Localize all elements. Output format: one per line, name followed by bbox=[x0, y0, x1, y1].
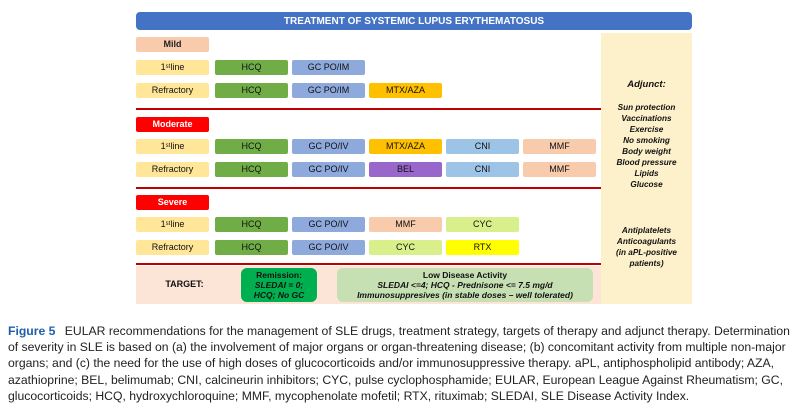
adjunct-item: patients) bbox=[629, 259, 664, 268]
figure-title: TREATMENT OF SYSTEMIC LUPUS ERYTHEMATOSU… bbox=[136, 12, 692, 30]
drug-mmf: MMF bbox=[523, 162, 596, 177]
figure-caption: Figure 5 EULAR recommendations for the m… bbox=[8, 323, 792, 404]
separator-line bbox=[136, 263, 601, 265]
low-disease-activity-box: Low Disease Activity SLEDAI <=4; HCQ - P… bbox=[337, 268, 593, 302]
refractory-label: Refractory bbox=[136, 162, 209, 177]
lda-title: Low Disease Activity bbox=[422, 269, 508, 280]
remission-line: SLEDAI = 0; bbox=[254, 279, 304, 290]
adjunct-item: (in aPL-positive bbox=[616, 248, 677, 257]
severity-label-moderate: Moderate bbox=[136, 117, 209, 132]
adjunct-item: Exercise bbox=[629, 125, 664, 134]
figure-label: Figure 5 bbox=[8, 324, 56, 338]
adjunct-item: Sun protection bbox=[617, 103, 676, 112]
drug-hcq: HCQ bbox=[215, 139, 288, 154]
drug-cyc: CYC bbox=[446, 217, 519, 232]
remission-title: Remission: bbox=[256, 269, 302, 280]
adjunct-panel: Adjunct: Sun protection Vaccinations Exe… bbox=[601, 33, 692, 304]
target-label: TARGET: bbox=[165, 279, 204, 290]
drug-mtx-aza: MTX/AZA bbox=[369, 139, 442, 154]
drug-mmf: MMF bbox=[369, 217, 442, 232]
adjunct-item: Glucose bbox=[630, 180, 663, 189]
refractory-label: Refractory bbox=[136, 240, 209, 255]
adjunct-item: Vaccinations bbox=[621, 114, 672, 123]
drug-rtx: RTX bbox=[446, 240, 519, 255]
adjunct-item: Blood pressure bbox=[616, 158, 677, 167]
drug-gc: GC PO/IV bbox=[292, 240, 365, 255]
caption-text: EULAR recommendations for the management… bbox=[8, 324, 790, 403]
drug-cni: CNI bbox=[446, 139, 519, 154]
drug-gc: GC PO/IM bbox=[292, 60, 365, 75]
drug-hcq: HCQ bbox=[215, 162, 288, 177]
drug-cyc: CYC bbox=[369, 240, 442, 255]
drug-hcq: HCQ bbox=[215, 240, 288, 255]
drug-bel: BEL bbox=[369, 162, 442, 177]
adjunct-item: Lipids bbox=[634, 169, 659, 178]
drug-hcq: HCQ bbox=[215, 60, 288, 75]
drug-gc: GC PO/IV bbox=[292, 217, 365, 232]
drug-hcq: HCQ bbox=[215, 83, 288, 98]
adjunct-item: Antiplatelets bbox=[621, 226, 672, 235]
separator-line bbox=[136, 108, 601, 110]
drug-gc: GC PO/IV bbox=[292, 139, 365, 154]
refractory-label: Refractory bbox=[136, 83, 209, 98]
drug-hcq: HCQ bbox=[215, 217, 288, 232]
remission-box: Remission: SLEDAI = 0; HCQ; No GC bbox=[241, 268, 317, 302]
adjunct-item: Anticoagulants bbox=[616, 237, 677, 246]
severity-label-mild: Mild bbox=[136, 37, 209, 52]
adjunct-item: Body weight bbox=[622, 147, 671, 156]
adjunct-item: No smoking bbox=[623, 136, 670, 145]
drug-mtx-aza: MTX/AZA bbox=[369, 83, 442, 98]
drug-gc: GC PO/IM bbox=[292, 83, 365, 98]
lda-line: Immunosuppresives (in stable doses – wel… bbox=[357, 290, 573, 301]
separator-line bbox=[136, 187, 601, 189]
adjunct-heading: Adjunct: bbox=[627, 79, 666, 90]
drug-cni: CNI bbox=[446, 162, 519, 177]
lda-line: SLEDAI <=4; HCQ - Prednisone <= 7.5 mg/d bbox=[377, 279, 553, 290]
drug-mmf: MMF bbox=[523, 139, 596, 154]
remission-line: HCQ; No GC bbox=[253, 290, 305, 301]
drug-gc: GC PO/IV bbox=[292, 162, 365, 177]
severity-label-severe: Severe bbox=[136, 195, 209, 210]
